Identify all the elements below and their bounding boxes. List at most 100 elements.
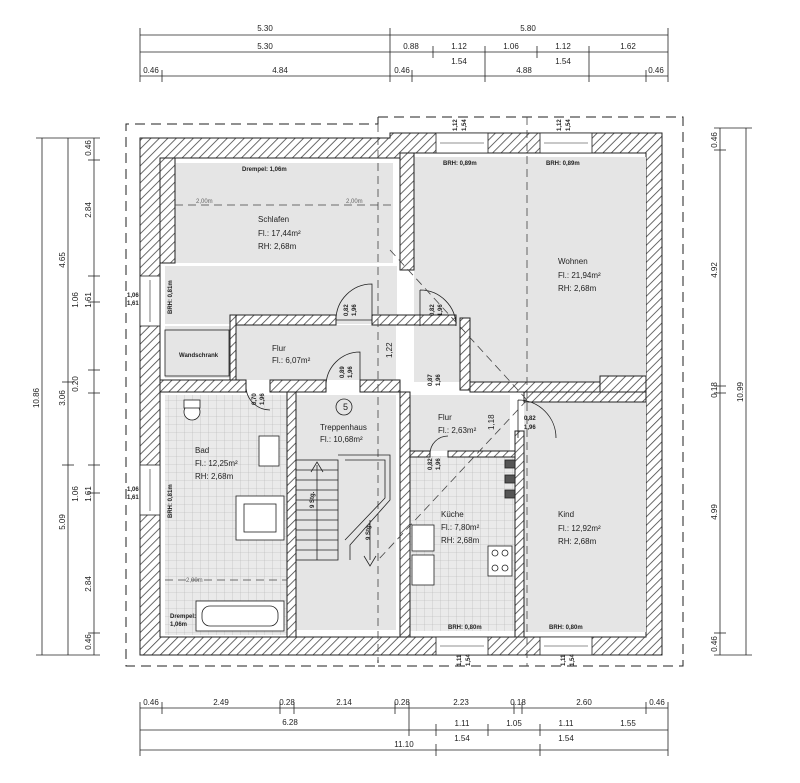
line-label: 2,00m <box>346 199 363 205</box>
dim-label: 10.86 <box>32 387 41 408</box>
right-dimension-labels: 10.99 4.92 4.99 0.46 0.18 0.46 <box>710 132 745 652</box>
dim-label: 1.54 <box>451 57 467 66</box>
dim-label: 2.84 <box>84 576 93 592</box>
dim-label: 2.84 <box>84 202 93 218</box>
line-label: 2,00m <box>196 199 213 205</box>
stove-icon <box>487 545 513 577</box>
window-dim: 1,06 <box>127 487 139 493</box>
window-dim: 1,61 <box>127 495 139 501</box>
dim-label: 0.20 <box>71 376 80 392</box>
dim-label: 1.05 <box>506 719 522 728</box>
dim-label: 4.99 <box>710 504 719 520</box>
dim-label: 0.18 <box>710 382 719 398</box>
room-height: RH: 2,68m <box>258 242 297 251</box>
dim-label: 0.46 <box>143 66 159 75</box>
door-dim: 1,96 <box>436 374 442 386</box>
room-labels: Schlafen Fl.: 17,44m² RH: 2,68m Wohnen F… <box>195 215 601 546</box>
door-dim: 1,96 <box>348 366 354 378</box>
dim-label: 1,22 <box>385 342 394 358</box>
wardrobe <box>164 329 230 377</box>
room-area: Fl.: 7,80m² <box>441 523 480 532</box>
room-area: Fl.: 2,63m² <box>438 426 477 435</box>
dim-label: 1.12 <box>451 42 467 51</box>
dim-label: 11.10 <box>394 740 414 749</box>
drempel-label: Drempel: <box>170 614 196 620</box>
dim-label: 0.46 <box>710 636 719 652</box>
outlet-icon <box>504 474 516 484</box>
window-dim: 1,12 <box>557 119 563 131</box>
dim-label: 2.49 <box>213 698 229 707</box>
dim-label: 4.84 <box>272 66 288 75</box>
room-name: Flur <box>438 413 452 422</box>
room-area: Fl.: 17,44m² <box>258 229 301 238</box>
window-dim: 1,54 <box>462 119 468 131</box>
annotations: Drempel: 1,06m Drempel: 1,06m Wandschran… <box>127 119 583 666</box>
dim-label: 1.61 <box>84 292 93 308</box>
drempel-label: Drempel: 1,06m <box>242 167 287 173</box>
room-height: RH: 2,68m <box>195 472 234 481</box>
roof-hip-lines <box>165 117 528 666</box>
sink-icon <box>411 524 435 552</box>
dim-label: 10.99 <box>736 381 745 402</box>
dim-label: 0.46 <box>84 140 93 156</box>
top-dimension-labels: 5.30 5.80 5.30 0.88 1.12 1.06 1.12 1.62 … <box>143 24 664 75</box>
interior-walls <box>159 152 647 638</box>
brh-label: BRH: 0,81m <box>168 280 174 314</box>
fixtures <box>164 329 516 632</box>
room-number-badge <box>335 398 353 416</box>
line-label: 2,00m <box>186 578 203 584</box>
dim-label: 5.30 <box>257 24 273 33</box>
room-height: RH: 2,68m <box>441 536 480 545</box>
door-dim: 1,96 <box>438 304 444 316</box>
right-dimensions <box>714 127 752 656</box>
doors <box>245 283 557 455</box>
dim-label: 0.28 <box>279 698 295 707</box>
dim-label: 6.28 <box>282 718 298 727</box>
dim-label: 1,18 <box>487 414 496 430</box>
stairs-label: 9 Stg. <box>366 523 372 540</box>
bathtub-icon <box>195 600 285 632</box>
dim-label: 3.06 <box>58 390 67 406</box>
door-dim: 0,82 <box>428 458 434 470</box>
dim-label: 0.46 <box>649 698 665 707</box>
drempel-label: 1,06m <box>170 622 187 628</box>
door-treppenhaus <box>325 351 361 387</box>
bottom-dimensions <box>139 702 669 756</box>
room-area: Fl.: 10,68m² <box>320 435 363 444</box>
dim-label: 1.12 <box>555 42 571 51</box>
brh-label: BRH: 0,81m <box>168 484 174 518</box>
dim-label: 0.46 <box>143 698 159 707</box>
window-dim: 1,06 <box>127 293 139 299</box>
dim-label: 1.55 <box>620 719 636 728</box>
dim-label: 0.88 <box>403 42 419 51</box>
dim-label: 1.54 <box>555 57 571 66</box>
dim-label: 1.06 <box>71 486 80 502</box>
window-dim: 1,54 <box>566 119 572 131</box>
washbasin-icon <box>258 435 280 467</box>
left-dimension-labels: 10.86 4.65 3.06 5.09 0.46 2.84 1.06 1.61… <box>32 140 93 650</box>
dim-label: 5.09 <box>58 514 67 530</box>
door-dim: 0,89 <box>340 366 346 378</box>
dim-label: 2.14 <box>336 698 352 707</box>
toilet-tank <box>183 399 201 409</box>
counter-icon <box>411 554 435 586</box>
dim-label: 1.06 <box>71 292 80 308</box>
outlet-icon <box>504 489 516 499</box>
dim-label: 0.46 <box>84 634 93 650</box>
door-dim: 1,96 <box>436 458 442 470</box>
dim-label: 0.46 <box>394 66 410 75</box>
door-dim: 0,70 <box>252 393 258 405</box>
window-sills <box>149 142 588 647</box>
dim-label: 1.62 <box>620 42 636 51</box>
room-floors <box>165 157 646 635</box>
dim-label: 0.18 <box>510 698 526 707</box>
room-name: Schlafen <box>258 215 289 224</box>
room-area: Fl.: 12,92m² <box>558 524 601 533</box>
door-dim: 0,87 <box>428 374 434 386</box>
brh-label: BRH: 0,80m <box>448 625 482 631</box>
room-name: Wohnen <box>558 257 588 266</box>
dim-label: 4.92 <box>710 262 719 278</box>
room-name: Flur <box>272 344 286 353</box>
door-dim: 0,82 <box>344 304 350 316</box>
